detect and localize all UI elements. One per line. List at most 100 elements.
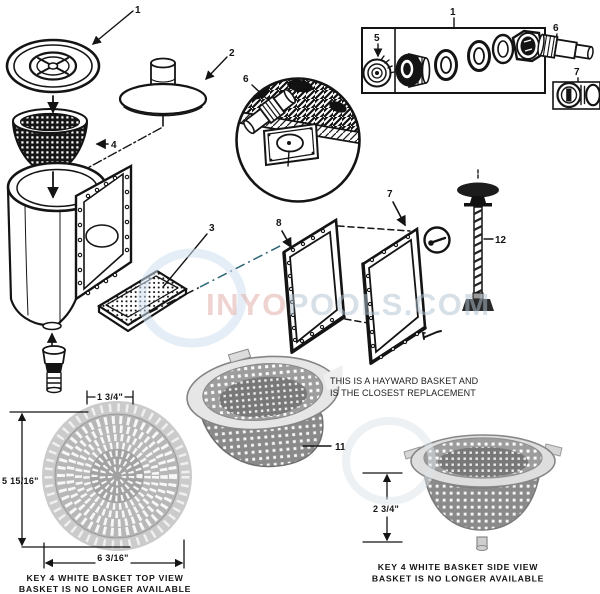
watermark-part1: INYO	[206, 287, 288, 322]
callout-lid: 1	[135, 5, 141, 16]
replacement-note-1: THIS IS A HAYWARD BASKET AND	[330, 376, 479, 386]
washer	[467, 40, 491, 72]
inset-circle-outline	[235, 77, 361, 203]
basket-rim-inner	[19, 112, 81, 132]
stake-stem	[470, 196, 486, 203]
gasket-plate-8: 8	[276, 217, 346, 355]
adapter-body	[537, 33, 594, 60]
sideview-dim-label: 2 3/4"	[373, 504, 399, 514]
dim-top-label: 1 3/4"	[97, 392, 123, 402]
plates-dashed-top	[337, 225, 411, 232]
fitting-barrel	[46, 372, 62, 391]
plate-centerline	[59, 127, 162, 184]
topview-center	[90, 449, 144, 503]
callout-cone-gasket-kit: 7	[574, 67, 580, 78]
sideview-dim: 2 3/4"	[362, 472, 403, 543]
inset-leader-line	[251, 84, 268, 100]
inset-detail-circle: 6	[235, 74, 361, 203]
replacement-note-2: IS THE CLOSEST REPLACEMENT	[330, 388, 476, 398]
skimmer-body	[6, 95, 133, 331]
inset-adapter	[243, 88, 296, 135]
topview-caption-2: BASKET IS NO LONGER AVAILABLE	[19, 584, 191, 594]
topview-caption-1: KEY 4 WHITE BASKET TOP VIEW	[27, 573, 184, 583]
inset-oval-center	[287, 141, 291, 145]
replacement-basket: 11 THIS IS A HAYWARD BASKET AND IS THE C…	[186, 348, 479, 468]
body-outlet	[42, 321, 62, 331]
nut-highlights	[523, 39, 533, 52]
watermark-swoosh-left	[137, 248, 247, 348]
screw-shaft	[431, 236, 447, 244]
reducer-fitting	[395, 52, 431, 89]
topview-dim-bottom: 6 3/16"	[43, 539, 185, 569]
basket-side-view: 2 3/4" KEY 4 WHITE BASKET SIDE VIEW BASK…	[362, 434, 563, 584]
callout-drain-plug: 5	[374, 33, 380, 44]
inset-faceplate-inner	[267, 127, 315, 162]
faceplate-frame	[74, 163, 133, 302]
plate7-arrow	[392, 201, 406, 227]
anchor-stake: 12	[457, 169, 507, 311]
fitting-end	[421, 57, 431, 84]
callout-vacuum-plate: 2	[229, 48, 235, 59]
plug-knurl	[380, 55, 395, 74]
kit-plug-slot	[566, 88, 572, 102]
basket-top-view: 1 3/4" 5 15/16" 6 3/16" KEY 4 WHITE BASK…	[2, 390, 192, 594]
plug-center	[375, 71, 379, 75]
plate8-holes	[286, 228, 335, 344]
sideview-caption-2: BASKET IS NO LONGER AVAILABLE	[372, 574, 544, 584]
callout-kit-box: 1	[450, 7, 456, 18]
body-left-side	[6, 187, 13, 301]
lid-leader-line	[91, 10, 134, 45]
plate-leader-line	[205, 56, 228, 80]
plate8-edge-shading	[282, 251, 346, 354]
body-seams	[24, 205, 61, 324]
stake-cap	[457, 182, 499, 198]
adapter-barrel	[553, 38, 578, 60]
callout-anchor-stake: 12	[495, 235, 507, 246]
sideview-nub-end	[476, 545, 488, 551]
inset-faceplate-screws	[267, 127, 315, 162]
skimmer-lid	[5, 38, 101, 94]
callout-weir-tray: 3	[209, 223, 215, 234]
nut-bore	[520, 36, 536, 56]
sideview-caption-1: KEY 4 WHITE BASKET SIDE VIEW	[378, 562, 538, 572]
basket11-drawing	[186, 348, 343, 468]
callout-plate8: 8	[276, 218, 282, 229]
screw-in-circle	[423, 226, 451, 254]
stake-threads	[473, 209, 483, 295]
adapter-tip-end	[243, 119, 255, 135]
basket11-handle-tab	[227, 348, 252, 364]
cone-gasket-kit: 7	[552, 67, 600, 110]
centerline-teal	[199, 244, 283, 288]
topview-dim-left: 5 15/16"	[2, 411, 131, 548]
topview-dim-top: 1 3/4"	[86, 390, 134, 405]
screw-glyph	[422, 330, 442, 340]
dim-left-ticks	[9, 411, 131, 548]
vacuum-plate: 2	[59, 48, 235, 184]
plate7-inner	[368, 238, 419, 354]
stake-foot	[462, 299, 494, 311]
basket11-rim-notch	[323, 364, 343, 391]
dim-left-label: 5 15/16"	[2, 476, 39, 486]
adapter-rear-end	[283, 88, 296, 104]
adapter-ribs	[261, 99, 282, 122]
skimmer-basket: 4	[12, 108, 117, 175]
watermark: INYOPOOLS.COM	[137, 248, 491, 505]
frame-bolt-holes	[77, 174, 130, 296]
callout-plate7: 7	[387, 189, 393, 200]
lid-callout: 1	[91, 5, 141, 45]
tray-leader-line	[162, 233, 208, 288]
rock	[329, 101, 347, 113]
adapter-collar-end	[537, 33, 545, 57]
inset-pipe-line	[287, 150, 290, 167]
screw-lines	[422, 330, 442, 340]
washer	[434, 49, 458, 81]
sideview-interior	[438, 447, 528, 477]
watermark-swoosh-right	[342, 417, 436, 505]
bottom-hose-fitting	[42, 332, 66, 394]
watermark-text: INYOPOOLS.COM	[206, 287, 491, 322]
fitting-top	[42, 345, 66, 355]
callout-inset-adapter: 6	[243, 74, 249, 85]
adapter-ribs	[542, 34, 556, 58]
plate8-arrow	[281, 230, 292, 249]
